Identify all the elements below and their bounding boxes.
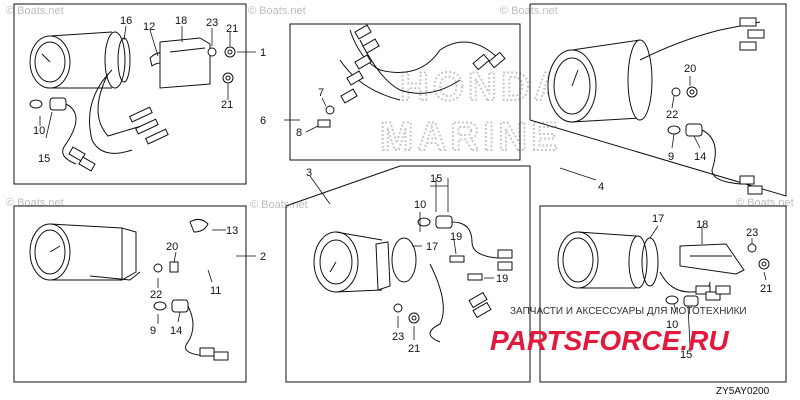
callout-14: 14: [694, 151, 706, 163]
callout-16: 16: [120, 15, 132, 27]
callout-8: 8: [296, 127, 302, 139]
diagram-code: ZY5AY0200: [716, 386, 770, 397]
panel-frames: [13, 3, 787, 383]
watermark-text: © Boats.net: [250, 199, 308, 211]
panel-4-frame: [529, 3, 787, 197]
callout-10: 10: [33, 125, 45, 137]
panel-5-gauge-assembly: 17 18 23 21 10 15: [557, 213, 772, 361]
callout-23: 23: [206, 17, 218, 29]
callout-10: 10: [666, 319, 678, 331]
stamp-brand: PARTSFORCE.RU: [490, 325, 729, 356]
callout-17: 17: [426, 241, 438, 253]
watermark-text: © Boats.net: [500, 5, 558, 17]
callout-17: 17: [652, 213, 664, 225]
callout-19: 19: [450, 231, 462, 243]
callout-21: 21: [226, 23, 238, 35]
callout-14: 14: [170, 325, 182, 337]
watermark-text: © Boats.net: [248, 5, 306, 17]
svg-text:MARINE: MARINE: [380, 115, 562, 159]
callout-15: 15: [430, 173, 442, 185]
watermark-text: © Boats.net: [6, 5, 64, 17]
callout-6: 6: [260, 115, 266, 127]
callout-1: 1: [260, 47, 266, 59]
callout-18: 18: [175, 15, 187, 27]
callout-11: 11: [210, 285, 221, 297]
callout-10: 10: [414, 199, 426, 211]
callout-19: 19: [496, 273, 508, 285]
callout-20: 20: [166, 241, 178, 253]
panel-4-gauge-assembly: 20 22 9 14 4: [547, 17, 765, 195]
callout-7: 7: [318, 87, 324, 99]
stamp-tagline: ЗАПЧАСТИ И АКСЕССУАРЫ ДЛЯ МОТОТЕХНИКИ: [510, 306, 747, 317]
svg-text:HONDA: HONDA: [400, 65, 567, 109]
panel-6-frame: [289, 23, 521, 161]
callout-21: 21: [760, 283, 772, 295]
callout-21: 21: [221, 99, 233, 111]
watermark-text: © Boats.net: [6, 197, 64, 209]
callout-3: 3: [306, 167, 312, 179]
panel-5-frame: [539, 205, 787, 383]
callout-13: 13: [226, 225, 238, 237]
callout-2: 2: [260, 251, 266, 263]
panel-2-frame: [13, 205, 247, 383]
panel-2-gauge-assembly: 13 20 11 2 22 9 14: [29, 218, 266, 361]
callout-18: 18: [696, 219, 708, 231]
partsforce-stamp: ЗАПЧАСТИ И АКСЕССУАРЫ ДЛЯ МОТОТЕХНИКИ PA…: [490, 306, 747, 356]
honda-marine-watermark: HONDA MARINE: [379, 64, 567, 160]
callout-15: 15: [680, 349, 692, 361]
callout-23: 23: [392, 331, 404, 343]
callout-23: 23: [746, 227, 758, 239]
callout-12: 12: [143, 21, 155, 33]
callout-9: 9: [150, 325, 156, 337]
callout-22: 22: [150, 289, 162, 301]
callout-9: 9: [668, 151, 674, 163]
panel-1-gauge-assembly: 16 12 18 23 21 1 10 15 21: [29, 15, 266, 172]
callout-15: 15: [38, 153, 50, 165]
callout-4: 4: [598, 181, 604, 193]
panel-3-gauge-assembly: 3 15 10 17 19 19 23 21: [306, 167, 513, 355]
watermark-text: © Boats.net: [736, 197, 794, 209]
callout-22: 22: [666, 109, 678, 121]
callout-21: 21: [408, 343, 420, 355]
panel-3-frame: [285, 165, 531, 383]
callout-20: 20: [684, 63, 696, 75]
panel-6-wire-harness: 6 7 8: [260, 24, 506, 139]
panel-1-frame: [13, 3, 247, 185]
